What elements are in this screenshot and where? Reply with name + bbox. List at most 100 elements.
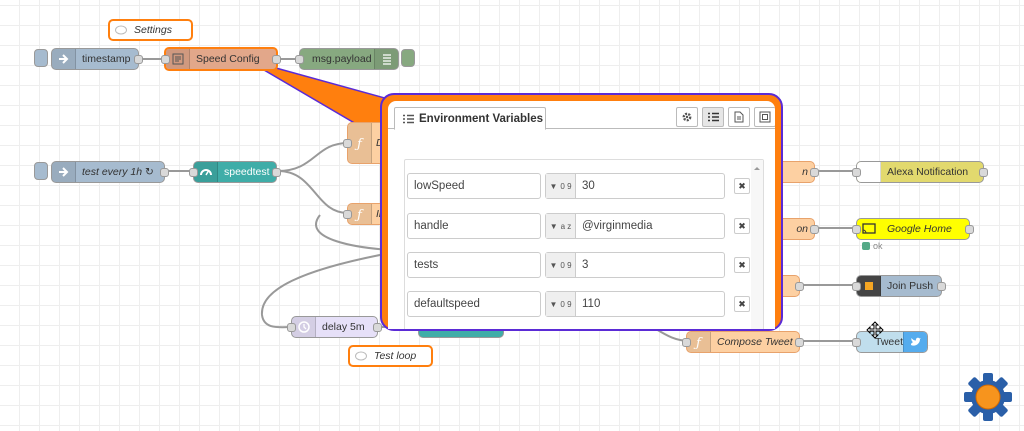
output-port[interactable]	[810, 225, 819, 234]
tab-environment-variables[interactable]: Environment Variables	[394, 107, 546, 130]
env-var-value-input[interactable]: ▼a z @virginmedia	[545, 213, 725, 239]
output-port[interactable]	[272, 168, 281, 177]
comment-settings[interactable]: Settings	[108, 19, 193, 41]
node-label: timestamp	[82, 53, 131, 65]
env-var-name-input[interactable]: defaultspeed	[407, 291, 541, 317]
status-google-home: ok	[862, 241, 883, 251]
type-select-number[interactable]: ▼0 9	[546, 253, 576, 277]
delete-row-button[interactable]: ✖	[734, 218, 750, 234]
dialog-body: Environment Variables lowSpeed ▼0 9 30	[388, 101, 775, 329]
type-select-number[interactable]: ▼0 9	[546, 292, 576, 316]
appearance-icon	[759, 111, 771, 123]
env-var-value-input[interactable]: ▼0 9 30	[545, 173, 725, 199]
caret-down-icon: ▼	[549, 299, 558, 309]
output-port[interactable]	[134, 55, 143, 64]
document-icon	[734, 111, 744, 123]
environment-variables-dialog[interactable]: Environment Variables lowSpeed ▼0 9 30	[380, 93, 783, 331]
input-port[interactable]	[287, 323, 296, 332]
node-label: Tweet	[875, 336, 903, 348]
input-port[interactable]	[852, 282, 861, 291]
gear-logo-icon	[964, 373, 1012, 421]
delete-row-button[interactable]: ✖	[734, 257, 750, 273]
node-label: delay 5m	[322, 321, 365, 333]
caret-down-icon: ▼	[549, 260, 558, 270]
svg-text:ƒ: ƒ	[693, 336, 703, 349]
node-msg-payload[interactable]: msg.payload	[295, 48, 399, 70]
wire-speedtest-in	[277, 170, 349, 214]
output-port[interactable]	[373, 323, 382, 332]
node-join-push[interactable]: Join Push	[852, 275, 946, 297]
output-port[interactable]	[272, 55, 281, 64]
node-label: Alexa Notification	[887, 166, 969, 178]
node-alexa[interactable]: Alexa Notification	[852, 161, 988, 183]
input-port[interactable]	[343, 139, 352, 148]
output-port[interactable]	[965, 225, 974, 234]
node-label: Compose Tweet	[717, 336, 793, 348]
node-function-in[interactable]: ƒ In	[343, 203, 387, 225]
input-port[interactable]	[161, 55, 170, 64]
input-port[interactable]	[852, 225, 861, 234]
description-tab-button[interactable]	[728, 107, 750, 127]
comment-icon	[350, 351, 372, 361]
node-label: speedtest	[224, 166, 270, 178]
svg-text:ƒ: ƒ	[354, 208, 364, 221]
join-icon	[857, 276, 881, 296]
output-port[interactable]	[795, 282, 804, 291]
output-port[interactable]	[810, 168, 819, 177]
input-port[interactable]	[852, 168, 861, 177]
comment-test-loop[interactable]: Test loop	[348, 345, 433, 367]
cast-icon	[857, 219, 881, 239]
env-var-value-input[interactable]: ▼0 9 110	[545, 291, 725, 317]
inject-button-timestamp[interactable]	[34, 49, 48, 67]
input-port[interactable]	[852, 338, 861, 347]
tab-label: Environment Variables	[419, 112, 543, 125]
type-glyph: 0 9	[560, 299, 572, 309]
gauge-icon	[194, 162, 218, 182]
gear-icon	[682, 112, 692, 122]
node-timestamp[interactable]: timestamp	[51, 48, 143, 70]
node-speed-config[interactable]: Speed Config	[161, 47, 281, 71]
move-cursor-icon	[866, 321, 884, 339]
env-var-value: @virginmedia	[582, 220, 653, 232]
appearance-tab-button[interactable]	[754, 107, 775, 127]
inject-button-test-every[interactable]	[34, 162, 48, 180]
type-glyph: a z	[560, 221, 572, 231]
output-port[interactable]	[795, 338, 804, 347]
config-icon	[166, 49, 190, 69]
env-var-name-input[interactable]: handle	[407, 213, 541, 239]
input-port[interactable]	[295, 55, 304, 64]
output-port[interactable]	[979, 168, 988, 177]
svg-text:ƒ: ƒ	[354, 137, 364, 150]
type-select-number[interactable]: ▼0 9	[546, 174, 576, 198]
settings-tab-button[interactable]	[676, 107, 698, 127]
env-var-value-input[interactable]: ▼0 9 3	[545, 252, 725, 278]
node-label: Google Home	[887, 223, 952, 235]
type-select-string[interactable]: ▼a z	[546, 214, 576, 238]
status-text: ok	[873, 241, 883, 251]
output-port[interactable]	[160, 168, 169, 177]
arrow-right-icon	[52, 49, 76, 69]
alexa-icon	[857, 162, 881, 182]
env-vars-tab-button[interactable]	[702, 107, 724, 127]
debug-toggle-button[interactable]	[401, 49, 415, 67]
node-google-home[interactable]: Google Home	[852, 218, 974, 240]
node-test-every[interactable]: test every 1h ↻	[51, 161, 169, 183]
output-port[interactable]	[937, 282, 946, 291]
list-icon	[374, 49, 398, 69]
node-label: Speed Config	[196, 53, 260, 65]
node-delay[interactable]: delay 5m	[287, 316, 382, 338]
function-icon: ƒ	[348, 123, 372, 163]
wire-loop-2	[260, 252, 391, 329]
list-scrollbar[interactable]	[751, 160, 763, 329]
node-compose-tweet[interactable]: ƒ Compose Tweet	[682, 331, 804, 353]
input-port[interactable]	[682, 338, 691, 347]
input-port[interactable]	[189, 168, 198, 177]
delete-row-button[interactable]: ✖	[734, 296, 750, 312]
env-var-name-input[interactable]: lowSpeed	[407, 173, 541, 199]
input-port[interactable]	[343, 210, 352, 219]
dialog-tabbar: Environment Variables	[388, 101, 775, 130]
node-speedtest[interactable]: speedtest	[189, 161, 281, 183]
delete-row-button[interactable]: ✖	[734, 178, 750, 194]
env-var-list[interactable]: lowSpeed ▼0 9 30 ✖ handle ▼a z @virginme…	[404, 159, 764, 329]
env-var-name-input[interactable]: tests	[407, 252, 541, 278]
